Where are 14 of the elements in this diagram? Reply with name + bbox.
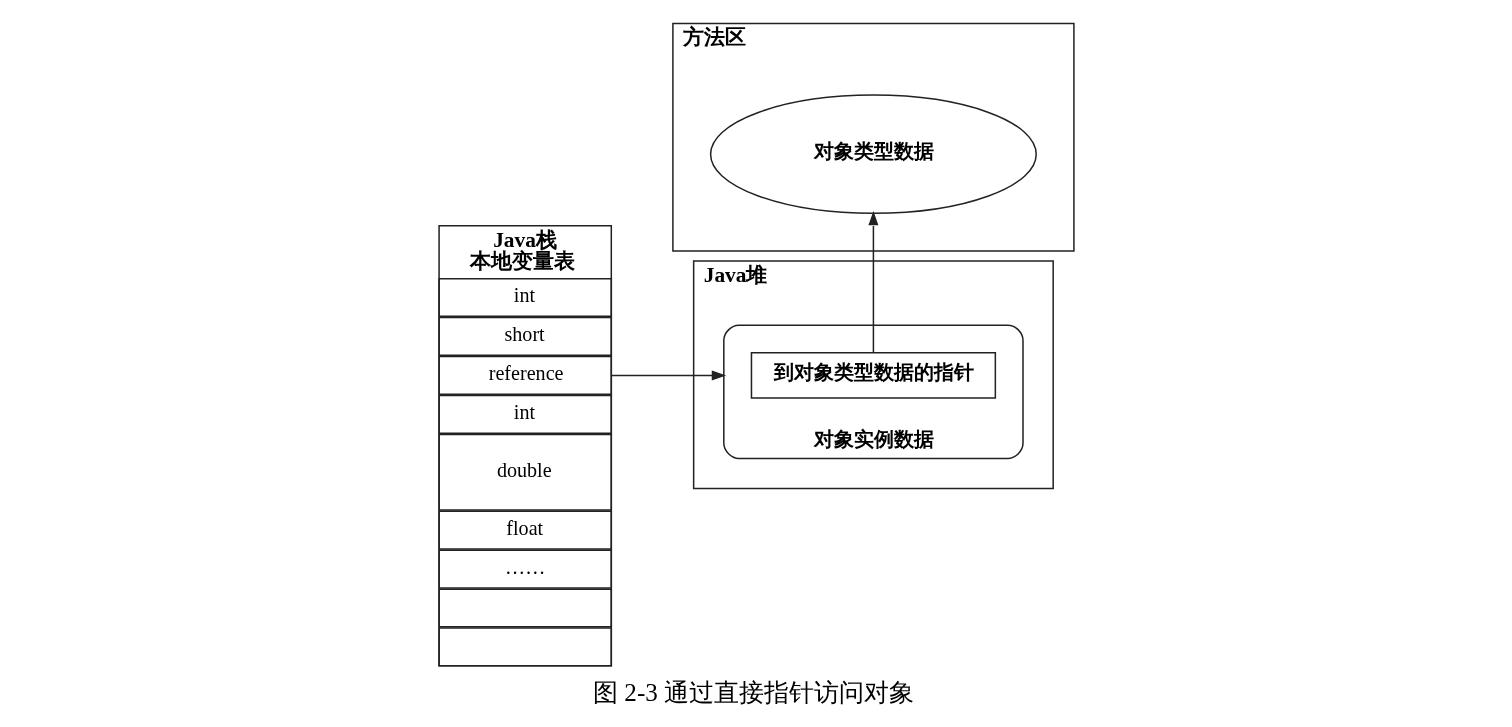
node-ellipse: 对象类型数据 (709, 94, 1037, 215)
node-box: int (437, 277, 612, 318)
node-box: double (437, 433, 612, 511)
node-box (437, 627, 612, 667)
arrow (610, 370, 726, 381)
node-box: int (437, 394, 612, 435)
node-box (437, 588, 612, 628)
caption: 图 2-3 通过直接指针访问对象 (592, 679, 914, 707)
node-box: float (437, 510, 612, 550)
arrow (867, 211, 878, 354)
node-box: 到对象类型数据的指针 (750, 352, 996, 399)
node-box: short (437, 316, 612, 357)
node-box: reference (437, 355, 612, 396)
node-box: …… (437, 549, 612, 589)
